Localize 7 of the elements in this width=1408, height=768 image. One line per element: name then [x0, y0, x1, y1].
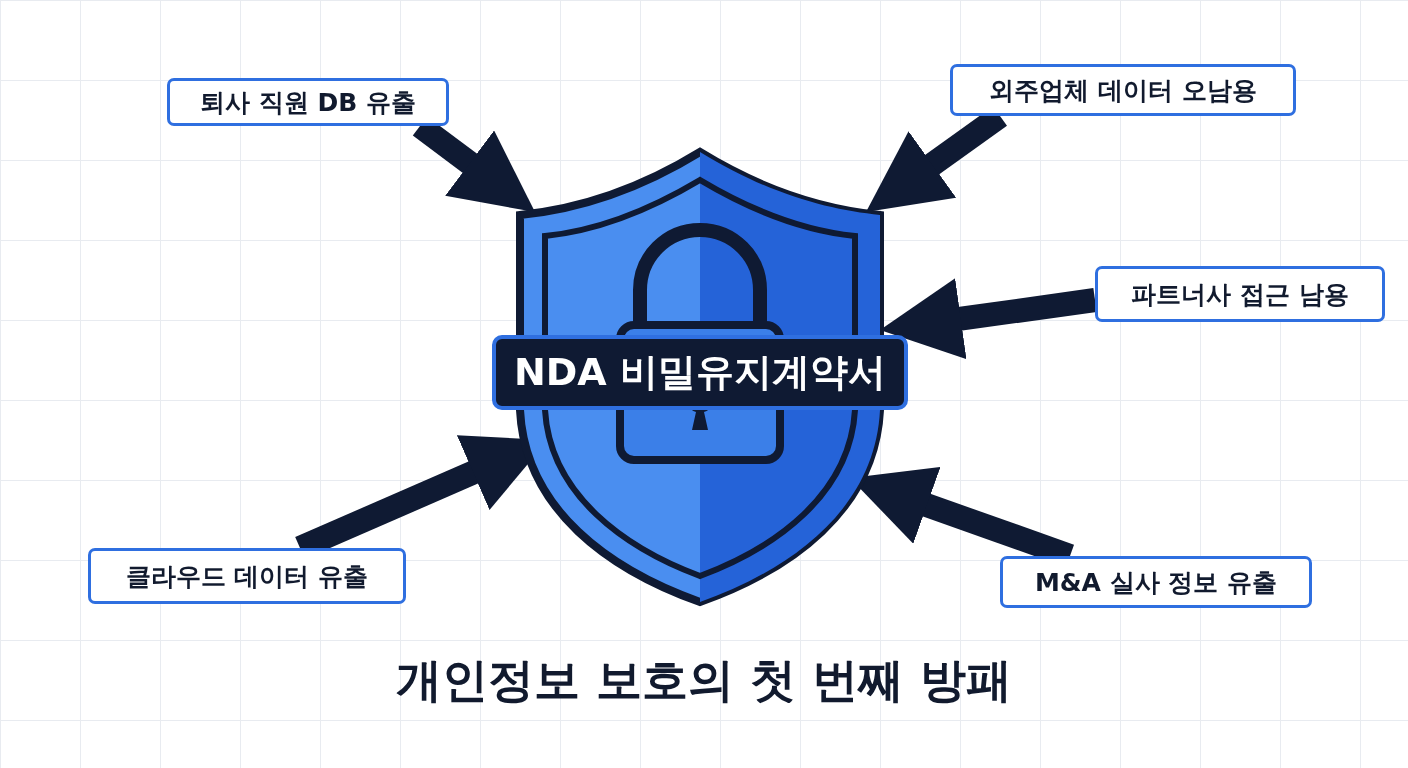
title: 개인정보 보호의 첫 번째 방패: [395, 653, 1013, 707]
threat-label: M&A 실사 정보 유출: [1000, 556, 1312, 608]
threat-label: 클라우드 데이터 유출: [88, 548, 406, 604]
threat-label: 파트너사 접근 남용: [1095, 266, 1385, 322]
threat-label: 퇴사 직원 DB 유출: [167, 78, 449, 126]
threat-label: 외주업체 데이터 오남용: [950, 64, 1296, 116]
shield-label: NDA 비밀유지계약서: [492, 335, 908, 410]
